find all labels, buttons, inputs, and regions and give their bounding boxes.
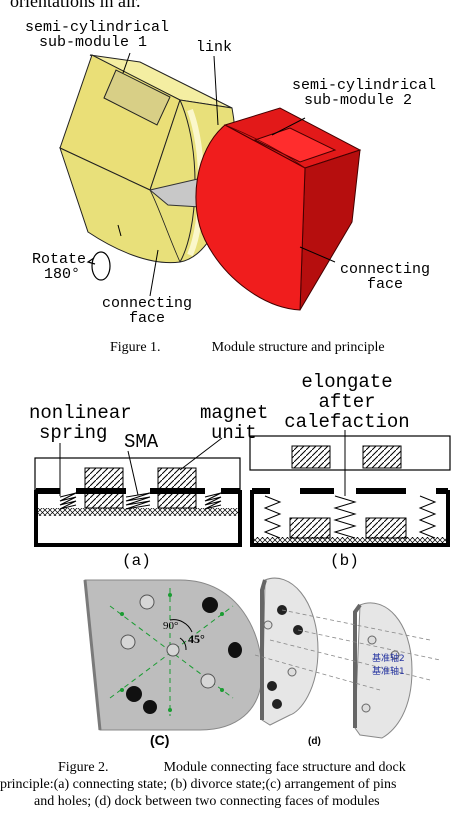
axis-2-label: 基准轴2 [372, 654, 405, 664]
angle-90-label: 90° [163, 620, 179, 632]
leader-lines-a [59, 437, 223, 496]
label-rotate: Rotate 180° [32, 252, 86, 282]
label-rotate-line1: Rotate [32, 251, 87, 268]
label-magnet-unit-line2: unit [211, 422, 257, 444]
label-nonlinear-spring-line2: spring [39, 422, 108, 444]
label-sub-module-1-line2: sub-module 1 [39, 34, 148, 51]
angle-45-label: 45° [188, 632, 205, 646]
label-magnet-unit-line1: magnet [200, 402, 269, 424]
diagram-d [254, 577, 441, 739]
label-sub-module-2-line1: semi-cylindrical [292, 77, 437, 94]
sub-module-2-shape [195, 107, 362, 311]
label-nonlinear-spring: nonlinear spring [29, 403, 132, 443]
label-connecting-face-right-line1: connecting [340, 261, 431, 278]
label-sma: SMA [124, 431, 159, 453]
diagram-c [83, 579, 263, 731]
sub-label-a: (a) [122, 552, 151, 570]
label-connecting-face-left-line1: connecting [102, 295, 193, 312]
label-elongate-line1: elongate [301, 371, 393, 393]
figure-2-caption-line2: principle:(a) connecting state; (b) divo… [0, 777, 397, 792]
label-connecting-face-left-line2: face [129, 310, 166, 327]
sub-module-1-shape [59, 54, 236, 264]
label-connecting-face-left: connecting face [102, 296, 192, 326]
label-sub-module-1: semi-cylindrical sub-module 1 [25, 20, 169, 50]
label-nonlinear-spring-line1: nonlinear [29, 402, 132, 424]
figure-1-illustration [59, 52, 362, 311]
label-elongate: elongate after calefaction [282, 372, 412, 432]
label-connecting-face-right-line2: face [367, 276, 404, 293]
label-sub-module-2: semi-cylindrical sub-module 2 [292, 78, 436, 108]
diagram-a [34, 457, 242, 547]
figure-2-caption-line3: and holes; (d) dock between two connecti… [34, 794, 380, 809]
figure-1-caption: Figure 1. Module structure and principle [110, 340, 385, 356]
label-sub-module-2-line2: sub-module 2 [304, 92, 413, 109]
label-magnet-unit: magnet unit [200, 403, 268, 443]
axis-1-label: 基准轴1 [372, 667, 405, 677]
figure-1-caption-text: Module structure and principle [211, 340, 385, 355]
label-sub-module-1-line1: semi-cylindrical [25, 19, 170, 36]
label-link: link [196, 39, 233, 56]
figure-2-caption-number: Figure 2. [58, 760, 109, 775]
figure-1-caption-number: Figure 1. [110, 340, 161, 355]
diagram-b [249, 430, 451, 547]
top-text: orientations in air. [10, 0, 141, 11]
figure-2-caption-text: Module connecting face structure and doc… [163, 760, 406, 775]
label-rotate-line2: 180° [44, 266, 81, 283]
sub-label-b: (b) [330, 552, 359, 570]
sub-label-d: (d) [308, 736, 321, 747]
leader-lines [117, 52, 336, 297]
sub-label-c: (C) [150, 732, 170, 748]
label-elongate-line2: after [318, 391, 376, 413]
rotate-arrow-icon [86, 251, 111, 281]
figure-2-caption-line1: Figure 2. Module connecting face structu… [58, 760, 406, 776]
label-connecting-face-right: connecting face [340, 262, 430, 292]
label-elongate-line3: calefaction [284, 411, 410, 433]
